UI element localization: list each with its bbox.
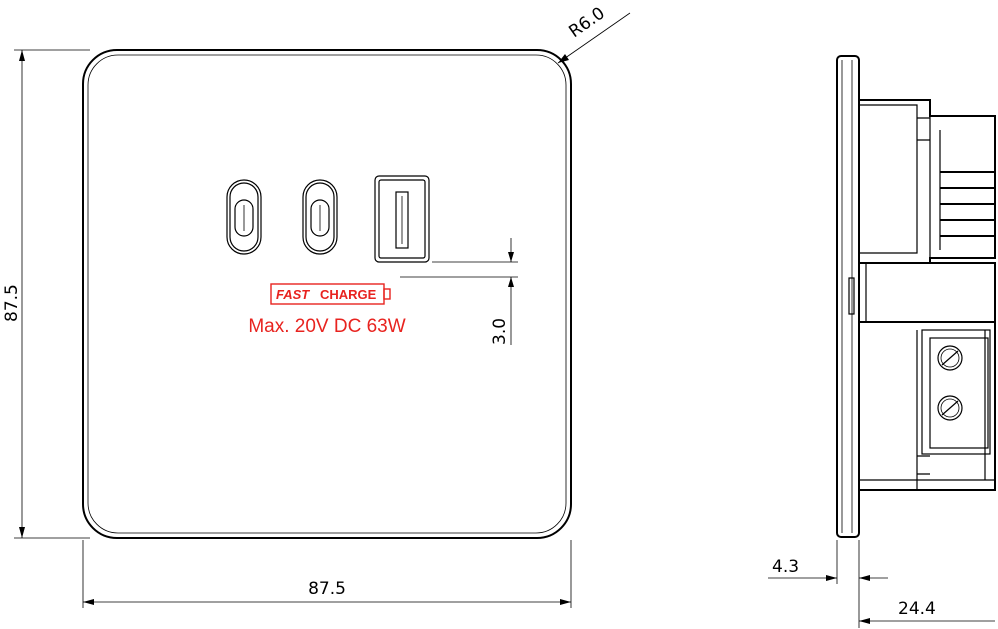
depth-label: 24.4 (898, 599, 936, 619)
usb-a-port (374, 175, 430, 263)
badge-charge-text: CHARGE (320, 287, 377, 302)
front-view: FAST CHARGE Max. 20V DC 63W 3.0 R6.0 (2, 3, 631, 608)
badge-fast-text: FAST (276, 287, 310, 302)
port-offset-dimension: 3.0 (400, 238, 518, 345)
side-view: 4.3 24.4 (768, 55, 996, 628)
corner-radius-dimension: R6.0 (557, 3, 631, 64)
depth-dimension: 24.4 (858, 584, 995, 628)
side-body (859, 99, 996, 491)
terminal-screw-2 (937, 395, 963, 421)
width-dimension: 87.5 (82, 540, 572, 608)
front-plate-inner (87, 54, 567, 534)
plate-thickness-label: 4.3 (772, 557, 799, 577)
corner-radius-label: R6.0 (565, 3, 608, 42)
plate-thickness-dimension: 4.3 (768, 540, 888, 584)
port-offset-label: 3.0 (490, 318, 510, 345)
height-label: 87.5 (2, 284, 22, 322)
rating-text: Max. 20V DC 63W (248, 316, 405, 337)
fast-charge-badge: FAST CHARGE (270, 283, 391, 305)
terminal-screw-1 (937, 345, 963, 371)
front-plate-outer (82, 49, 572, 539)
height-dimension: 87.5 (2, 49, 90, 539)
usb-c-port-2 (302, 179, 338, 255)
width-label: 87.5 (308, 579, 346, 599)
usb-c-port-1 (226, 179, 262, 255)
side-plate (836, 55, 860, 538)
